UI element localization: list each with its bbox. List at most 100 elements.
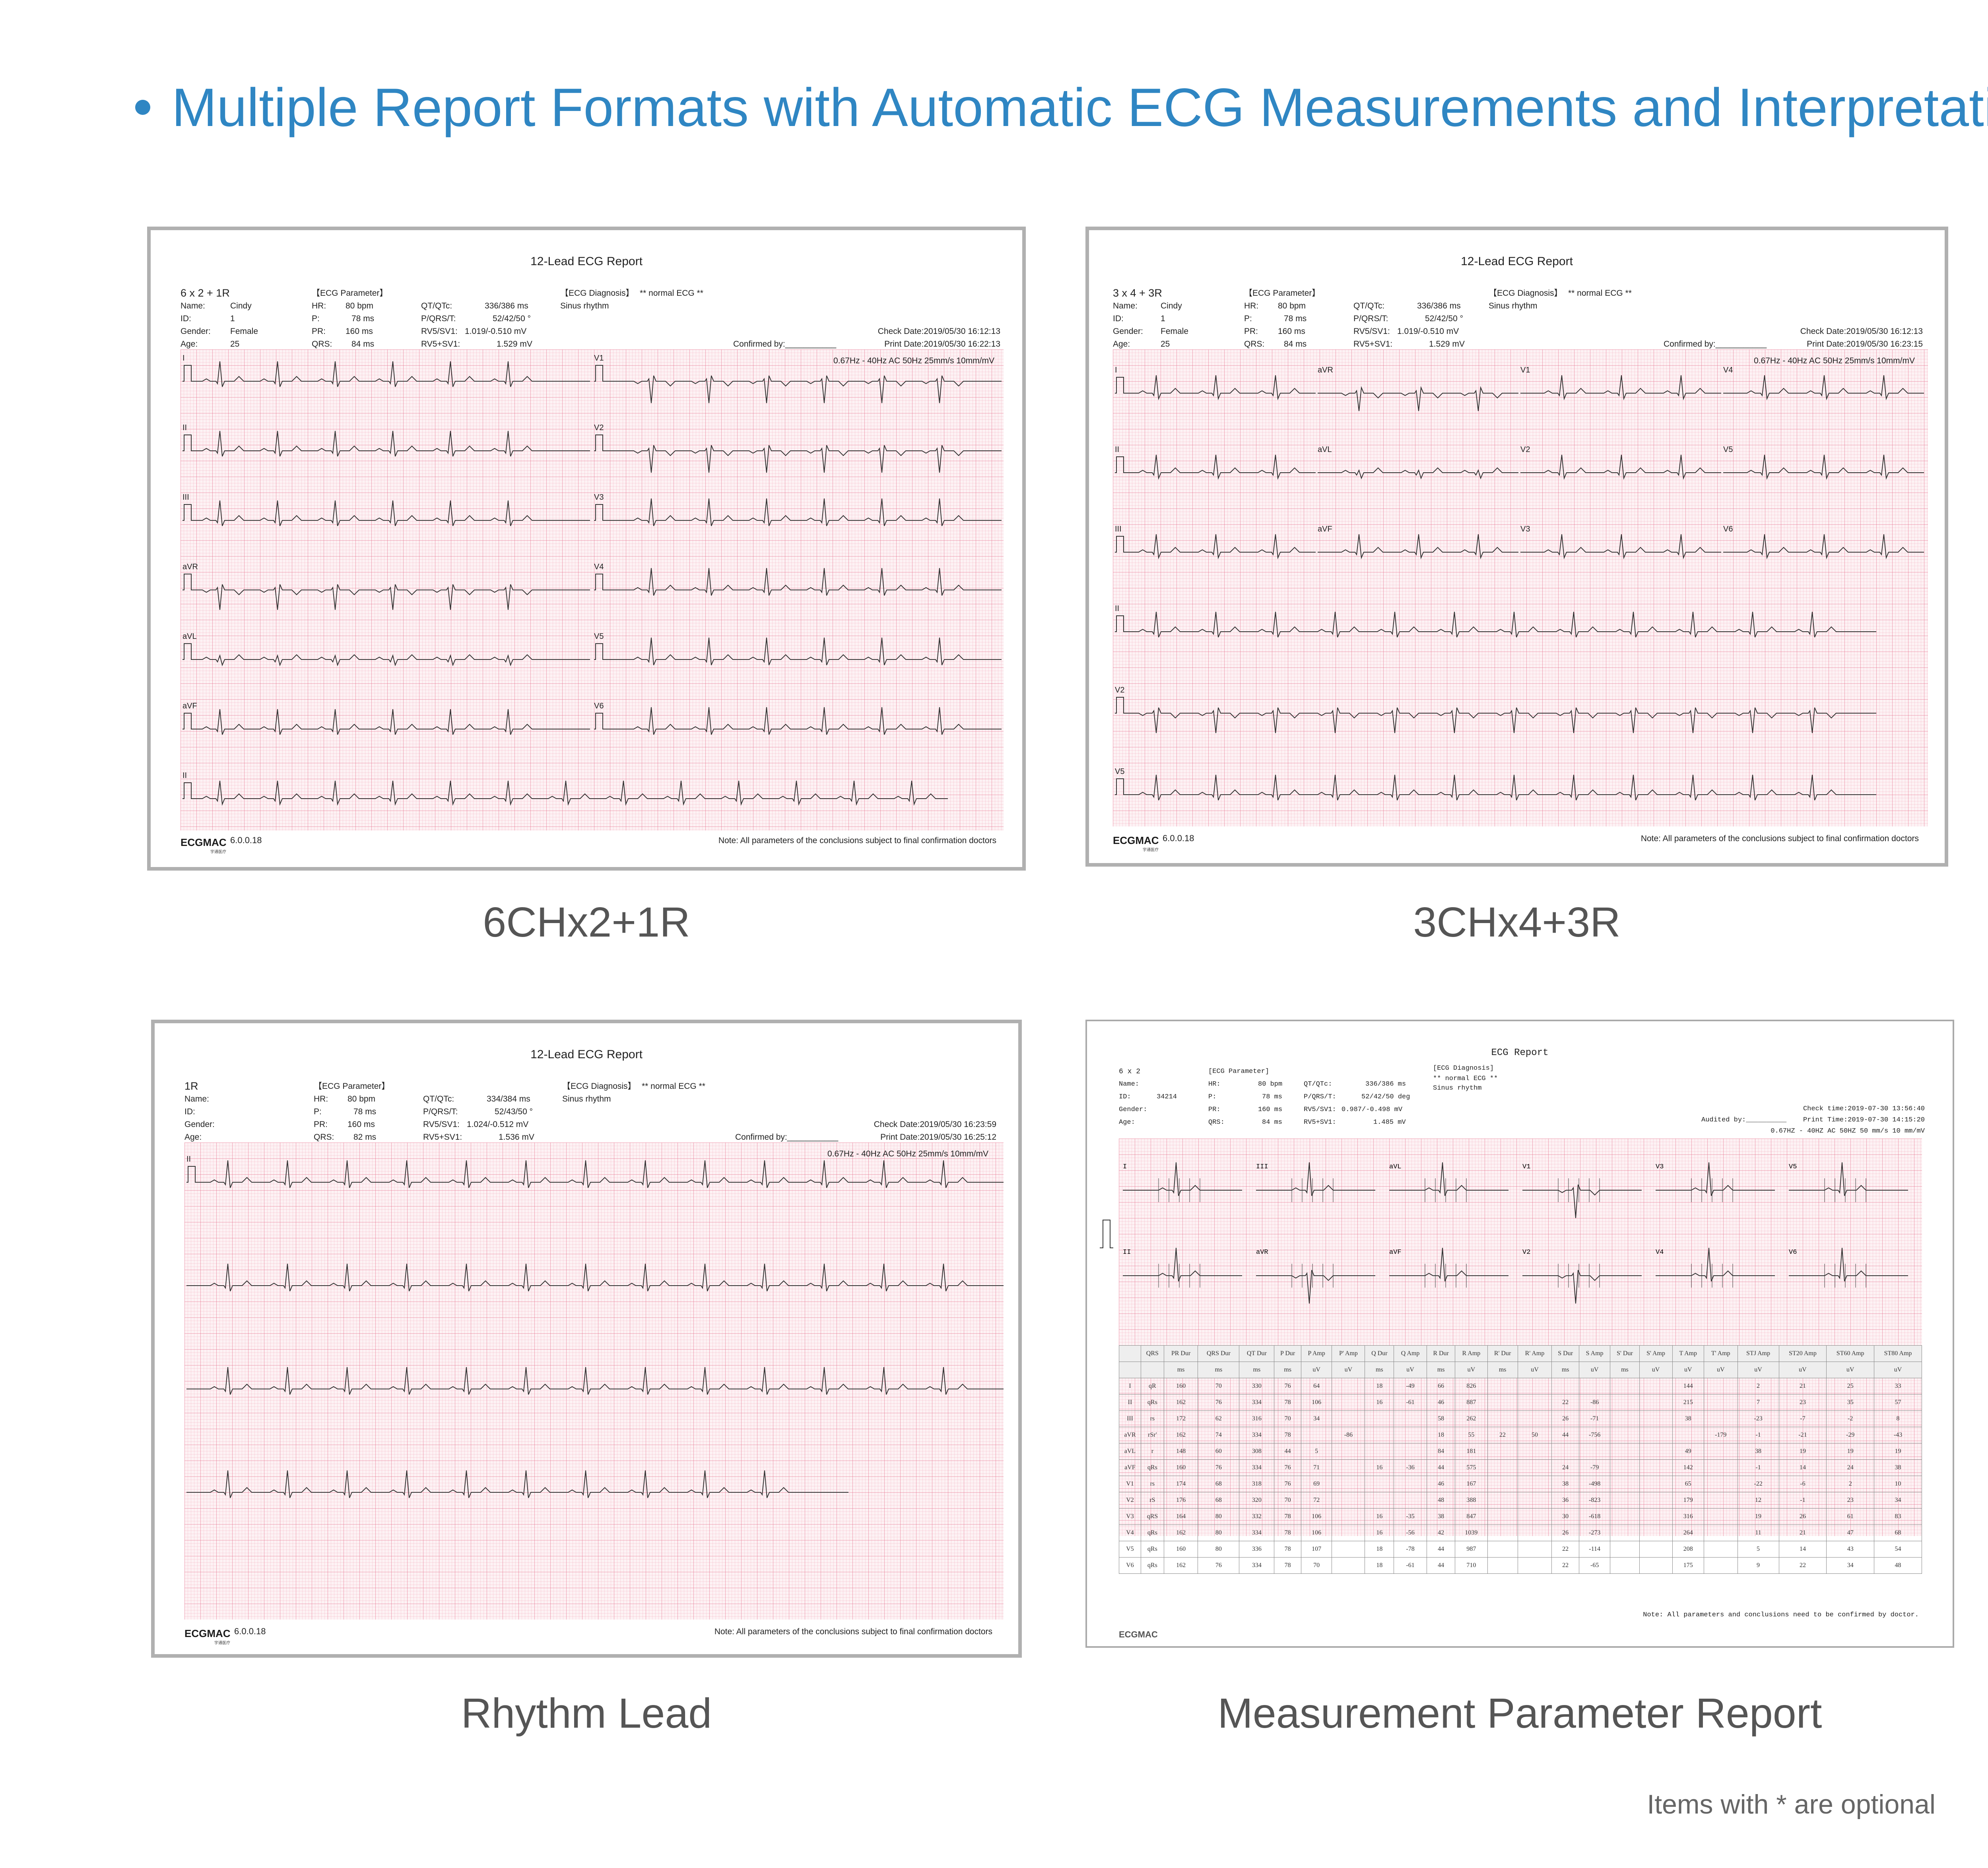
table-cell: 316 — [1239, 1410, 1275, 1427]
table-cell — [1704, 1557, 1738, 1574]
table-cell: 26 — [1551, 1410, 1579, 1427]
table-cell: 49 — [1672, 1443, 1705, 1460]
beat-trace — [1389, 1162, 1508, 1196]
logo-sub: 宇通医疗 — [214, 1641, 230, 1645]
table-cell — [1332, 1410, 1365, 1427]
ecg-trace — [182, 361, 590, 387]
id-value: 1 — [1161, 314, 1165, 323]
lead-label: II — [186, 1155, 191, 1164]
table-cell: -273 — [1578, 1525, 1611, 1541]
table-cell: uV — [1455, 1362, 1488, 1378]
rv5sv1-value: 1.024/-0.512 mV — [467, 1120, 529, 1129]
table-cell — [1487, 1378, 1518, 1395]
print-date: Print Date:2019/05/30 16:22:13 — [884, 339, 1000, 349]
table-cell: 62 — [1198, 1410, 1240, 1427]
table-cell: 262 — [1455, 1410, 1488, 1427]
hr-label: HR: — [314, 1094, 328, 1104]
table-cell: 47 — [1826, 1525, 1875, 1541]
table-cell: uV — [1778, 1362, 1827, 1378]
table-cell: 14 — [1778, 1459, 1827, 1476]
table-cell: S' Amp — [1639, 1345, 1673, 1362]
table-cell — [1639, 1557, 1673, 1574]
table-cell: 167 — [1455, 1476, 1488, 1492]
table-cell — [1487, 1476, 1518, 1492]
table-cell — [1394, 1492, 1427, 1509]
table-cell: R' Dur — [1487, 1345, 1518, 1362]
p-value: 78 ms — [351, 314, 375, 323]
table-cell: 14 — [1778, 1541, 1827, 1558]
table-cell: 172 — [1163, 1410, 1198, 1427]
table-cell — [1639, 1459, 1673, 1476]
pr-value: 160 ms — [348, 1120, 375, 1129]
rv5sv1-label: RV5/SV1: — [423, 1120, 460, 1129]
table-cell — [1704, 1525, 1738, 1541]
table-cell — [1332, 1541, 1365, 1558]
id-label: ID: — [1119, 1093, 1131, 1101]
ecg-trace — [182, 431, 590, 457]
check-time: Check time:2019-07-30 13:56:40 — [1803, 1105, 1925, 1113]
lead-label: V6 — [594, 702, 604, 710]
hr-value: 80 bpm — [1258, 1080, 1283, 1088]
table-cell: ms — [1551, 1362, 1579, 1378]
table-cell: -179 — [1704, 1427, 1738, 1443]
lead-label: aVR — [1256, 1249, 1268, 1256]
lead-label: V5 — [594, 632, 604, 641]
ecg-trace — [1723, 534, 1924, 559]
hr-value: 80 bpm — [346, 301, 374, 310]
pr-label: PR: — [1244, 327, 1258, 336]
table-cell: 16 — [1365, 1508, 1394, 1525]
caption-measurement: Measurement Parameter Report — [1217, 1690, 1822, 1737]
table-cell — [1365, 1410, 1394, 1427]
table-cell: -61 — [1394, 1557, 1427, 1574]
table-cell: 22 — [1487, 1427, 1518, 1443]
qrs-label: QRS: — [1208, 1119, 1225, 1126]
table-cell: 19 — [1737, 1508, 1779, 1525]
table-cell: 334 — [1239, 1459, 1275, 1476]
table-cell — [1610, 1541, 1640, 1558]
version: 6.0.0.18 — [234, 1626, 266, 1636]
table-cell: 5 — [1301, 1443, 1332, 1460]
table-cell: uV — [1704, 1362, 1738, 1378]
ecg-trace — [186, 1263, 1004, 1292]
table-cell — [1639, 1410, 1673, 1427]
table-cell — [1610, 1508, 1640, 1525]
lead-label: II — [182, 771, 187, 780]
gender-label: Gender: — [184, 1120, 215, 1129]
report-rhythm: 12-Lead ECG Report 1R Name: ID: Gender: … — [151, 1020, 1022, 1658]
table-cell: 22 — [1551, 1394, 1579, 1411]
pqrst-label: P/QRS/T: — [423, 1107, 458, 1116]
qt-value: 336/386 ms — [1417, 301, 1461, 310]
hr-value: 80 bpm — [1278, 301, 1306, 310]
p-value: 78 ms — [353, 1107, 377, 1116]
table-cell: 80 — [1198, 1541, 1240, 1558]
ecg-trace — [1723, 454, 1924, 480]
version: 6.0.0.18 — [1163, 833, 1194, 843]
check-date: Check Date:2019/05/30 16:12:13 — [1800, 327, 1923, 336]
table-cell: 55 — [1455, 1427, 1488, 1443]
ecg-trace — [594, 498, 1002, 526]
logo: ECGMAC — [181, 836, 227, 848]
print-time: Print Time:2019-07-30 14:15:20 — [1803, 1116, 1925, 1124]
table-cell — [1517, 1476, 1552, 1492]
table-cell: ms — [1198, 1362, 1240, 1378]
check-date: Check Date:2019/05/30 16:23:59 — [874, 1120, 996, 1129]
report-title: 12-Lead ECG Report — [530, 255, 643, 268]
table-cell: -1 — [1737, 1459, 1779, 1476]
table-cell: Q Amp — [1394, 1345, 1427, 1362]
lead-label: V4 — [594, 563, 604, 571]
report-6x2-1r: 12-Lead ECG Report 6 x 2 + 1R Name: Cind… — [147, 227, 1026, 871]
hr-value: 80 bpm — [348, 1094, 376, 1104]
table-cell: uV — [1578, 1362, 1611, 1378]
table-cell — [1578, 1378, 1611, 1395]
table-cell: 107 — [1301, 1541, 1332, 1558]
diag-rhythm: Sinus rhythm — [1489, 301, 1538, 310]
table-cell: S Dur — [1551, 1345, 1579, 1362]
table-cell: 61 — [1826, 1508, 1875, 1525]
beat-trace — [1656, 1162, 1775, 1196]
qrs-value: 84 ms — [1262, 1119, 1283, 1126]
diag-rhythm: Sinus rhythm — [560, 301, 609, 310]
table-cell — [1394, 1427, 1427, 1443]
table-cell: qRs — [1140, 1541, 1164, 1558]
